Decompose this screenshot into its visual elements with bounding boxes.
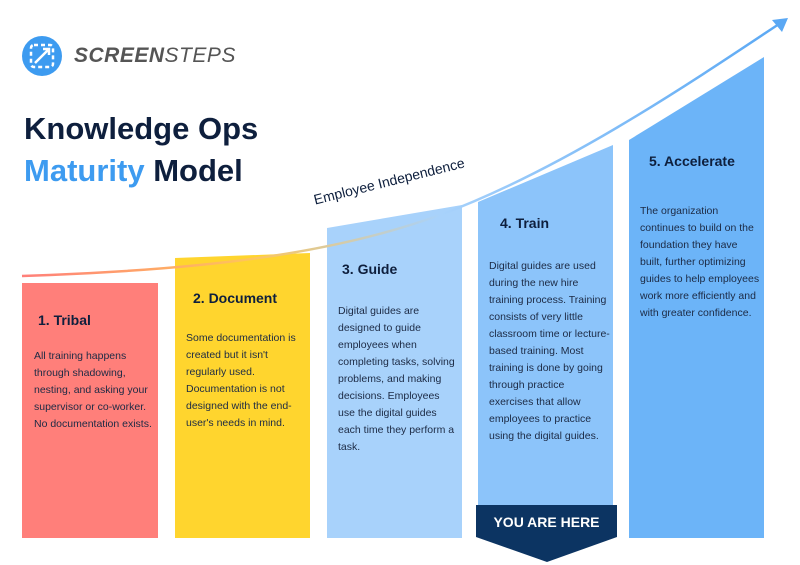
independence-curve xyxy=(21,20,783,278)
arrow-head-icon xyxy=(772,18,788,32)
stage-desc-train: Digital guides are used during the new h… xyxy=(489,260,610,442)
column-guide xyxy=(327,205,462,538)
stage-title-guide: 3. Guide xyxy=(342,261,398,277)
column-train xyxy=(478,145,613,505)
page-title: Knowledge Ops Maturity Model xyxy=(24,108,258,192)
logo-icon xyxy=(22,36,62,76)
column-tribal xyxy=(22,283,158,538)
stage-desc-document: Some documentation is created but it isn… xyxy=(186,332,296,429)
title-accent: Maturity xyxy=(24,153,145,188)
brand-logo: SCREENSTEPS xyxy=(74,44,236,68)
stage-desc-accelerate: The organization continues to build on t… xyxy=(640,205,760,319)
brand-bold: SCREEN xyxy=(74,44,165,67)
stage-title-accelerate: 5. Accelerate xyxy=(649,153,735,169)
title-line1: Knowledge Ops xyxy=(24,111,259,146)
stage-title-document: 2. Document xyxy=(193,290,278,306)
you-are-here-label: YOU ARE HERE xyxy=(493,514,600,530)
stage-desc-tribal: All training happens through shadowing, … xyxy=(34,350,152,430)
column-accelerate xyxy=(629,57,764,538)
column-document xyxy=(175,253,310,538)
stage-title-train: 4. Train xyxy=(500,215,550,231)
brand-light: STEPS xyxy=(164,44,236,67)
you-are-here-marker xyxy=(476,505,617,562)
title-rest: Model xyxy=(153,153,243,188)
stage-desc-guide: Digital guides are designed to guide emp… xyxy=(338,305,455,453)
stage-title-tribal: 1. Tribal xyxy=(38,312,91,328)
